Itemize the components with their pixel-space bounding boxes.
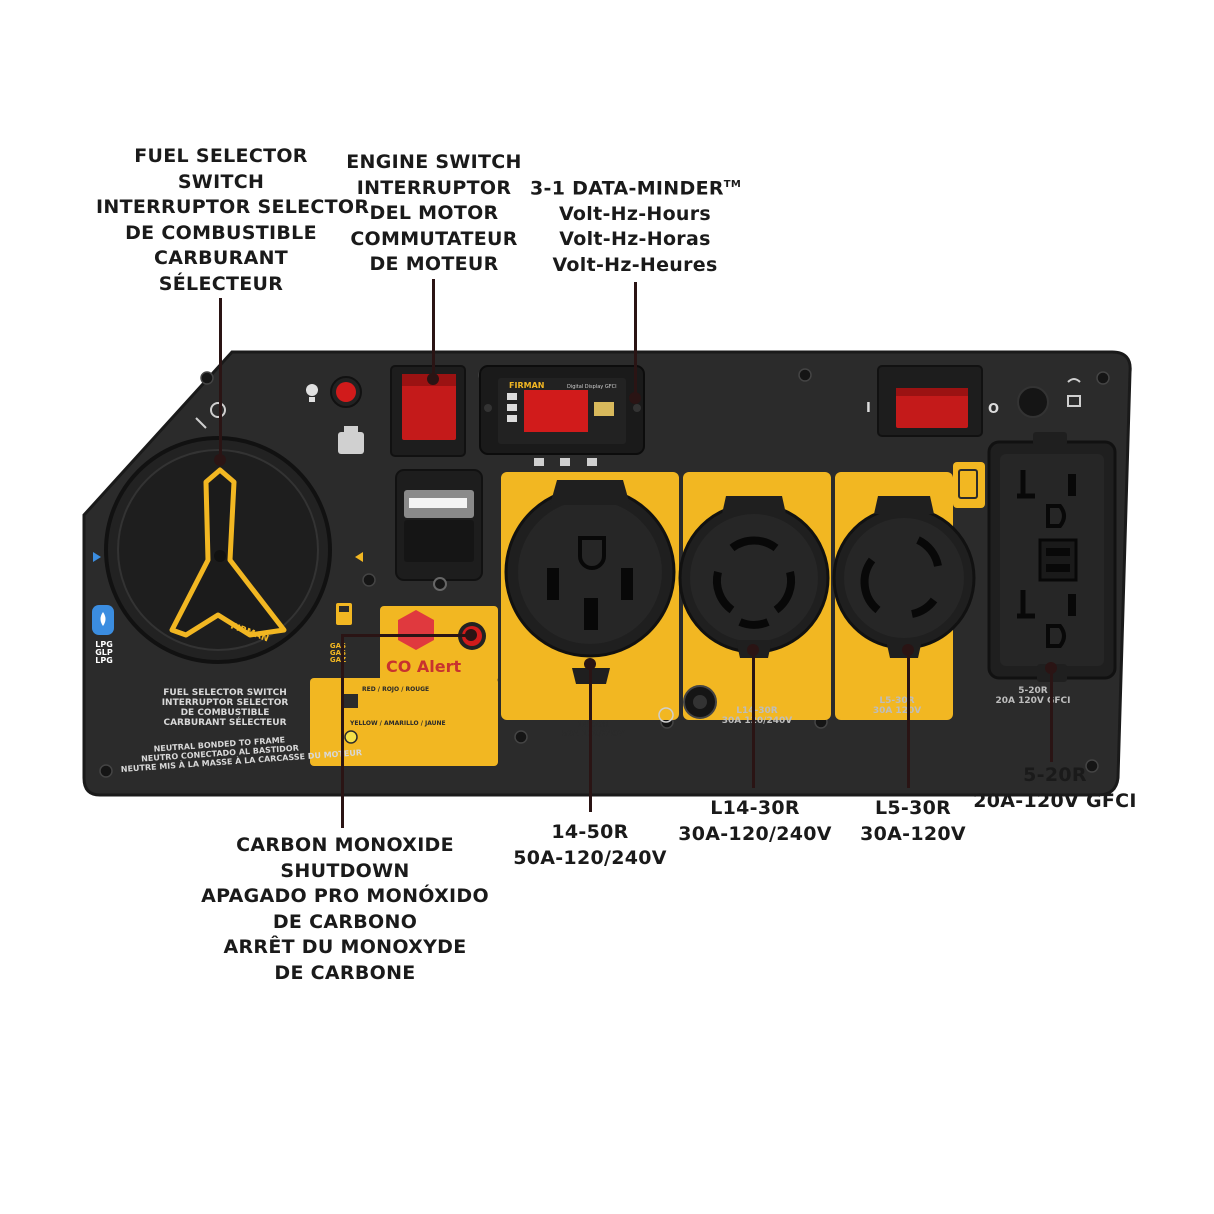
outlet-plate-divider [953,462,985,508]
switch-off-label: O [988,402,999,417]
meter-caption: Digital Display GFCI [567,384,617,390]
callout-data-minder: 3-1 DATA-MINDERTM Volt-Hz-Hours Volt-Hz-… [530,177,742,276]
leader-l5-30r [907,648,910,788]
leader-co-shutdown [341,636,344,828]
gas-pump-icon [336,603,352,625]
main-breaker-switch [877,365,983,437]
choke-icon [195,402,226,429]
gfci-icon [1067,378,1081,407]
outlet-14-50r [504,480,676,684]
light-icon [306,384,318,402]
meter-brand: FIRMAN [509,381,544,390]
lpg-icon [92,605,114,635]
fuel-direction-arrows [93,552,101,562]
outlet-l14-30r [678,496,830,658]
engine-switch-housing [390,365,466,457]
fuel-selector-knob [104,436,332,664]
leader-fuel-selector [219,298,222,460]
co-yellow-text: YELLOW / AMARILLO / JAUNE [350,720,446,727]
meter-mode-icons [534,458,597,466]
leader-co-shutdown-h [341,634,471,637]
switch-on-label: I [866,401,871,416]
co-red-text: RED / ROJO / ROUGE [362,686,430,693]
breaker-block [395,469,483,591]
gfci-reset-button [1017,386,1049,418]
leader-engine-switch [432,279,435,383]
gas-arrow-icon [355,552,363,562]
data-minder-tm: TM [723,179,742,190]
ground-lug [658,685,717,723]
fuel-label-plaque [150,683,300,733]
data-minder-meter [479,365,645,455]
leader-l14-30r [752,648,755,788]
leader-data-minder [634,282,637,400]
engine-icon [338,426,364,454]
leader-14-50r [589,664,592,812]
leader-5-20r [1050,666,1053,762]
data-minder-title: 3-1 DATA-MINDER [530,177,724,200]
co-alert-module [310,606,498,766]
outlet-5-20r-gfci [987,432,1117,682]
co-alert-label: CO Alert [386,657,462,676]
